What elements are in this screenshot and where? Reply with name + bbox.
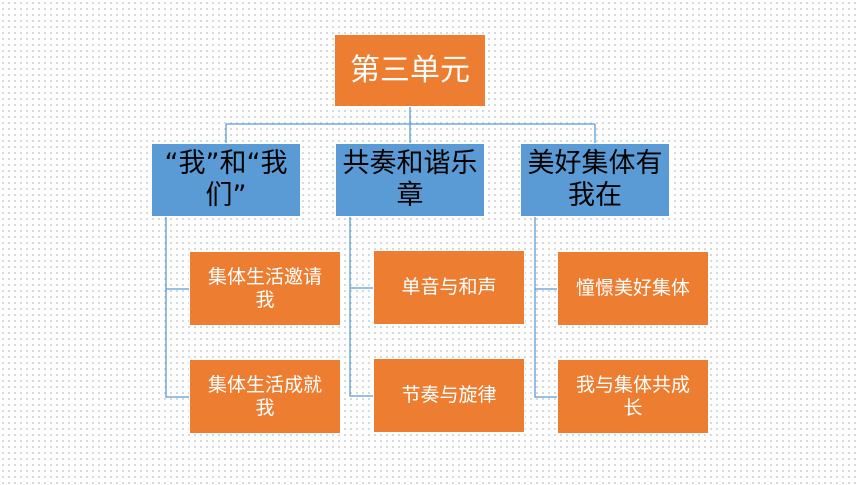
leaf-node-label: 憧憬美好集体 (575, 277, 690, 300)
leaf-node-label: 集体生活成就我 (207, 373, 322, 419)
category-node-label: “我”和“我们” (164, 147, 288, 211)
root-node-label: 第三单元 (350, 52, 470, 88)
leaf-node-4: 节奏与旋律 (373, 358, 525, 433)
category-node-2: 共奏和谐乐章 (335, 143, 485, 217)
connector-category-2-spine (349, 217, 373, 397)
leaf-node-5: 憧憬美好集体 (557, 251, 709, 326)
leaf-node-label: 我与集体共成长 (575, 373, 690, 419)
category-node-3: 美好集体有我在 (520, 143, 670, 217)
category-node-label: 美好集体有我在 (527, 147, 663, 211)
leaf-node-3: 单音与和声 (373, 250, 525, 325)
leaf-node-label: 节奏与旋律 (401, 384, 497, 407)
leaf-node-label: 集体生活邀请我 (207, 265, 322, 311)
leaf-node-1: 集体生活邀请我 (189, 251, 341, 326)
category-node-1: “我”和“我们” (151, 143, 301, 217)
root-node: 第三单元 (334, 34, 486, 107)
leaf-node-label: 单音与和声 (401, 276, 497, 299)
leaf-node-6: 我与集体共成长 (557, 359, 709, 434)
connector-category-1-spine (165, 217, 189, 398)
category-node-label: 共奏和谐乐章 (342, 147, 478, 211)
connector-category-3-spine (534, 217, 557, 398)
leaf-node-2: 集体生活成就我 (189, 359, 341, 434)
